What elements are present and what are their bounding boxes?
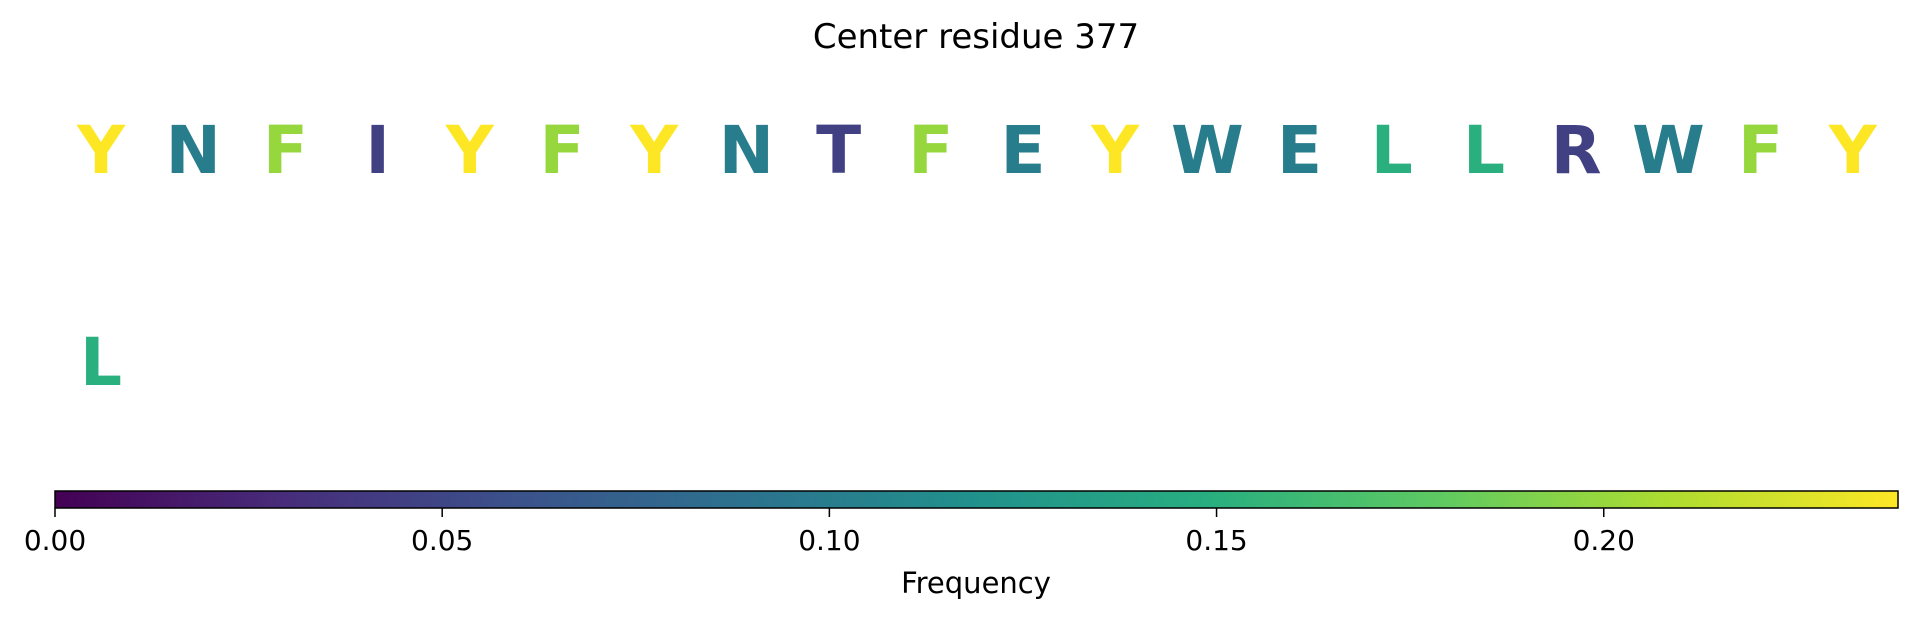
colorbar-tick-label: 0.05 [411,524,473,557]
logo-letter: F [539,112,584,189]
logo-letter: Y [629,112,679,189]
logo-letter: I [365,112,390,189]
logo-letter: F [908,112,953,189]
logo-letter: L [1463,112,1505,189]
colorbar-tick-label: 0.00 [24,524,86,557]
colorbar-tick-label: 0.20 [1573,524,1635,557]
logo-letter: E [1000,112,1045,189]
logo-letter: Y [76,112,126,189]
chart-title: Center residue 377 [813,17,1139,57]
logo-letter: Y [445,112,495,189]
logo-letter: L [80,324,122,401]
logo-letter: W [1632,112,1705,189]
colorbar-label: Frequency [901,566,1051,600]
logo-letter: R [1551,112,1602,189]
colorbar-tick-label: 0.15 [1185,524,1247,557]
logo-letter: Y [1828,112,1878,189]
logo-letter: N [719,112,774,189]
logo-letter: L [1371,112,1413,189]
logo-letter: W [1171,112,1244,189]
logo-letter: N [166,112,221,189]
logo-letter: F [1738,112,1783,189]
colorbar [54,490,1899,509]
colorbar-tick-label: 0.10 [798,524,860,557]
colorbar-ticks: 0.00 0.05 0.10 0.15 0.20 [24,508,1635,557]
logo-letter: E [1277,112,1322,189]
logo-letter: T [816,112,861,189]
logo-letter: Y [1090,112,1140,189]
logo-letter: F [263,112,308,189]
